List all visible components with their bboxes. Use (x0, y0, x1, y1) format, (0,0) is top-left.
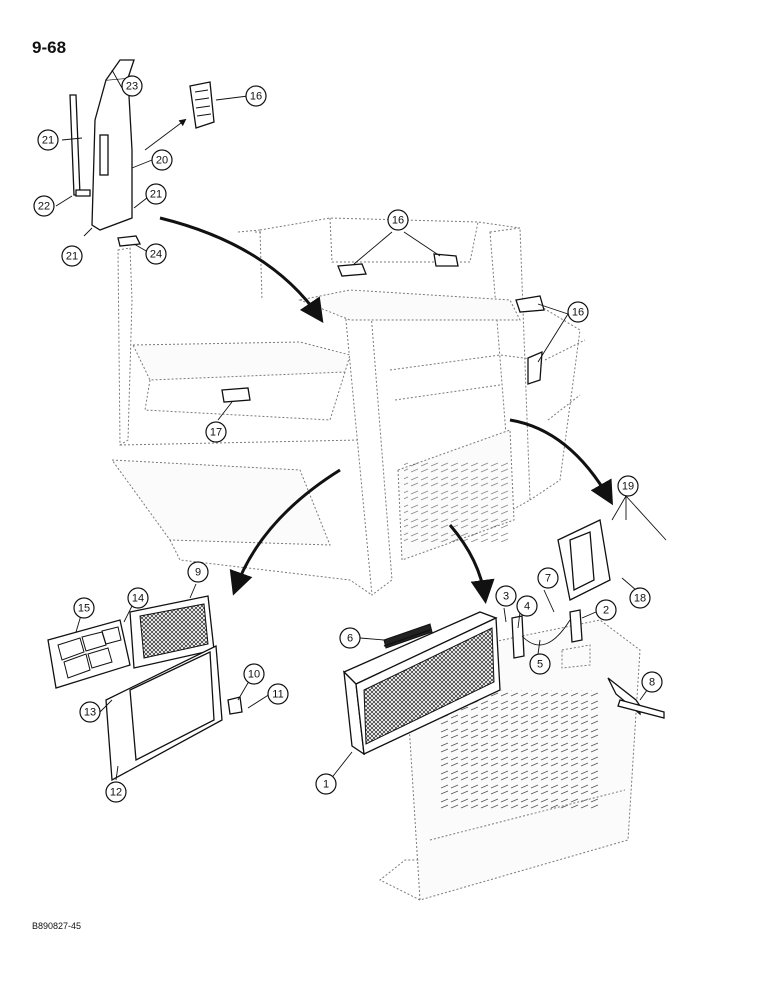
callout-label: 13 (84, 707, 96, 719)
callout-16: 16 (387, 209, 409, 231)
callout-23: 23 (121, 75, 143, 97)
callout-9: 9 (187, 561, 209, 583)
callout-4: 4 (516, 595, 538, 617)
vents-16-17 (221, 253, 545, 403)
callout-15: 15 (73, 597, 95, 619)
callout-7: 7 (537, 567, 559, 589)
callout-label: 8 (649, 677, 655, 689)
center-filter-group (342, 519, 665, 756)
callout-label: 1 (323, 779, 329, 791)
callout-label: 22 (38, 201, 50, 213)
cab-outline (110, 217, 641, 901)
callout-1: 1 (315, 773, 337, 795)
callout-10: 10 (243, 663, 265, 685)
callout-label: 19 (622, 481, 634, 493)
callout-label: 5 (537, 659, 543, 671)
callout-label: 11 (272, 689, 283, 701)
callout-label: 24 (150, 249, 162, 261)
callout-label: 20 (156, 155, 168, 167)
callout-14: 14 (127, 587, 149, 609)
callout-17: 17 (205, 421, 227, 443)
callout-label: 15 (78, 603, 90, 615)
callout-label: 14 (132, 593, 144, 605)
callout-13: 13 (79, 701, 101, 723)
callout-8: 8 (641, 671, 663, 693)
callout-5: 5 (529, 653, 551, 675)
left-filter-group (47, 595, 243, 782)
callout-label: 6 (347, 633, 353, 645)
callout-21: 21 (61, 245, 83, 267)
callout-label: 12 (110, 787, 122, 799)
callout-20: 20 (151, 149, 173, 171)
callout-label: 9 (195, 567, 201, 579)
figure-code: B890827-45 (32, 921, 82, 931)
callout-22: 22 (33, 195, 55, 217)
callout-label: 18 (634, 593, 646, 605)
callout-18: 18 (629, 587, 651, 609)
callout-16: 16 (567, 301, 589, 323)
upper-duct-assembly (69, 59, 215, 247)
callout-11: 11 (267, 683, 289, 705)
callout-3: 3 (495, 585, 517, 607)
callout-24: 24 (145, 243, 167, 265)
callout-label: 7 (545, 573, 551, 585)
callout-label: 16 (572, 307, 584, 319)
callout-12: 12 (105, 781, 127, 803)
callout-label: 17 (210, 427, 222, 439)
callout-16: 16 (245, 85, 267, 107)
callout-label: 2 (603, 605, 609, 617)
callout-2: 2 (595, 599, 617, 621)
callout-label: 3 (503, 591, 509, 603)
callout-label: 21 (66, 251, 78, 263)
callout-label: 16 (392, 215, 404, 227)
callout-layer: 23 16 20 21 21 22 21 24 16 16 17 19 18 3 4 7 2 5 6 8 9 14 15 10… (33, 75, 663, 803)
callout-21: 21 (145, 183, 167, 205)
callout-label: 21 (42, 135, 54, 147)
page-number: 9-68 (32, 38, 67, 57)
callout-label: 4 (524, 601, 530, 613)
callout-label: 23 (126, 81, 138, 93)
leader-lines (55, 69, 667, 781)
pointer-arrows (144, 118, 613, 604)
callout-6: 6 (339, 627, 361, 649)
callout-21: 21 (37, 129, 59, 151)
callout-label: 16 (250, 91, 262, 103)
callout-label: 10 (248, 669, 260, 681)
callout-19: 19 (617, 475, 639, 497)
callout-label: 21 (150, 189, 162, 201)
